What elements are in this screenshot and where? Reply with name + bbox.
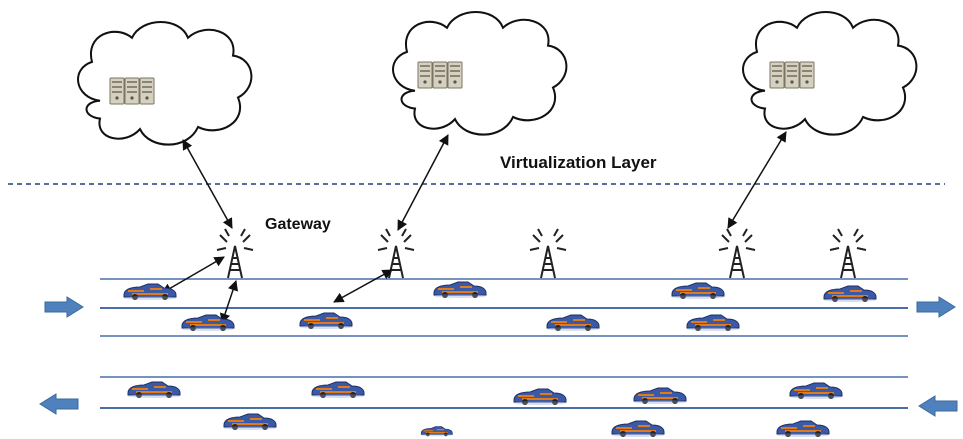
cell-tower-icon	[529, 228, 567, 279]
car-icon	[127, 381, 181, 399]
car-icon	[633, 387, 687, 405]
cloud-icon	[741, 10, 918, 136]
cloud-icon	[76, 20, 253, 146]
direction-arrow-icon	[918, 395, 958, 417]
v2i-link-arrow	[220, 280, 238, 324]
v2i-link-arrow	[333, 269, 393, 303]
v2i-link-arrow	[161, 256, 225, 294]
cell-tower-icon	[377, 228, 415, 279]
car-icon	[433, 281, 487, 299]
car-icon	[686, 314, 740, 332]
car-icon	[546, 314, 600, 332]
cell-tower-icon	[829, 228, 867, 279]
virtualization-layer-label: Virtualization Layer	[500, 153, 657, 172]
direction-arrow-icon	[916, 296, 956, 318]
cloud-link-arrow	[727, 131, 787, 229]
server-rack-icon	[109, 77, 155, 105]
car-icon	[789, 382, 843, 400]
cloud-link-arrow	[182, 139, 233, 229]
direction-arrow-icon	[44, 296, 84, 318]
car-icon	[823, 285, 877, 303]
car-icon	[223, 413, 277, 431]
car-icon	[123, 283, 177, 301]
car-icon	[420, 426, 453, 437]
car-icon	[671, 282, 725, 300]
direction-arrow-icon	[39, 393, 79, 415]
server-rack-icon	[769, 61, 815, 89]
gateway-label: Gateway	[265, 216, 331, 233]
car-icon	[611, 420, 665, 438]
car-icon	[513, 388, 567, 406]
car-icon	[776, 420, 830, 438]
cell-tower-icon	[718, 228, 756, 279]
car-icon	[311, 381, 365, 399]
cell-tower-icon	[216, 228, 254, 279]
server-rack-icon	[417, 61, 463, 89]
car-icon	[181, 314, 235, 332]
cloud-link-arrow	[397, 134, 449, 231]
car-icon	[299, 312, 353, 330]
